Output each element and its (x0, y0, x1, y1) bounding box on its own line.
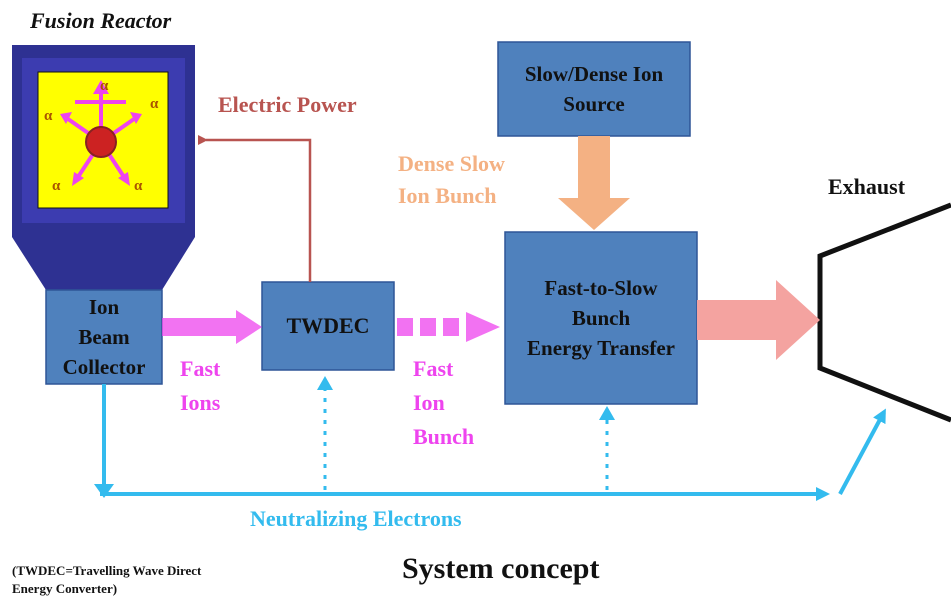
energy-transfer-line-1: Fast-to-Slow (544, 276, 658, 300)
alpha-particle: α (100, 78, 109, 94)
electrons-corner-arrowhead (94, 484, 114, 498)
alpha-particle: α (44, 108, 53, 124)
fast-ions-arrow (162, 310, 262, 344)
dense-slow-ion-bunch-label: Dense Slow Ion Bunch (398, 148, 505, 212)
exhaust-nozzle (817, 202, 951, 423)
neutralizing-dotted-up (323, 388, 609, 490)
exhaust-label: Exhaust (828, 174, 906, 199)
dense-slow-ion-arrow (558, 136, 630, 230)
fast-ion-bunch-label: Fast Ion Bunch (413, 352, 474, 454)
ion-source-label: Slow/Dense Ion Source (498, 42, 690, 136)
ion-source-line-1: Slow/Dense Ion (524, 62, 664, 86)
reactor-core (85, 126, 117, 158)
dotted-arrowheads (317, 376, 615, 420)
energy-transfer-line-3: Energy Transfer (527, 336, 675, 360)
energy-transfer-box[interactable] (504, 231, 698, 405)
footnote-line-2: Energy Converter) (12, 581, 118, 596)
electric-power-label: Electric Power (218, 92, 357, 117)
footnote-line-1: (TWDEC=Travelling Wave Direct (12, 563, 202, 578)
alpha-particle: α (150, 96, 159, 112)
dense-slow-line-1: Dense Slow (398, 151, 505, 176)
footnote: (TWDEC=Travelling Wave Direct Energy Con… (12, 562, 201, 598)
electric-power-arrow (198, 135, 312, 282)
arrowheads-core (60, 80, 142, 186)
ion-source-line-2: Source (563, 92, 625, 116)
fast-bunch-line-2: Ion (413, 390, 445, 415)
ion-collector-line-2: Beam (78, 325, 130, 349)
neutralizing-electrons-label: Neutralizing Electrons (250, 506, 462, 531)
fast-ions-line-1: Fast (180, 356, 221, 381)
neutralizing-electrons-lines (100, 384, 886, 501)
alpha-particle: α (134, 178, 143, 194)
twdec-label: TWDEC (286, 313, 370, 338)
fast-ion-bunch-arrow (397, 312, 500, 342)
fast-ions-label: Fast Ions (180, 352, 220, 420)
fast-bunch-line-1: Fast (413, 356, 454, 381)
ion-beam-collector-label: Ion Beam Collector (46, 290, 162, 384)
dense-slow-line-2: Ion Bunch (398, 183, 497, 208)
energy-transfer-line-2: Bunch (571, 306, 631, 330)
exhaust-flow-arrow (697, 280, 820, 360)
fast-bunch-line-3: Bunch (413, 424, 475, 449)
energy-transfer-label: Fast-to-Slow Bunch Energy Transfer (505, 232, 697, 404)
twdec-box[interactable] (261, 281, 395, 371)
ion-collector-line-1: Ion (88, 295, 120, 319)
alpha-particle: α (52, 178, 61, 194)
diagram-title: Fusion Reactor (30, 8, 172, 33)
ion-collector-line-3: Collector (62, 355, 146, 379)
caption: System concept (402, 552, 600, 585)
fast-ions-line-2: Ions (180, 390, 221, 415)
